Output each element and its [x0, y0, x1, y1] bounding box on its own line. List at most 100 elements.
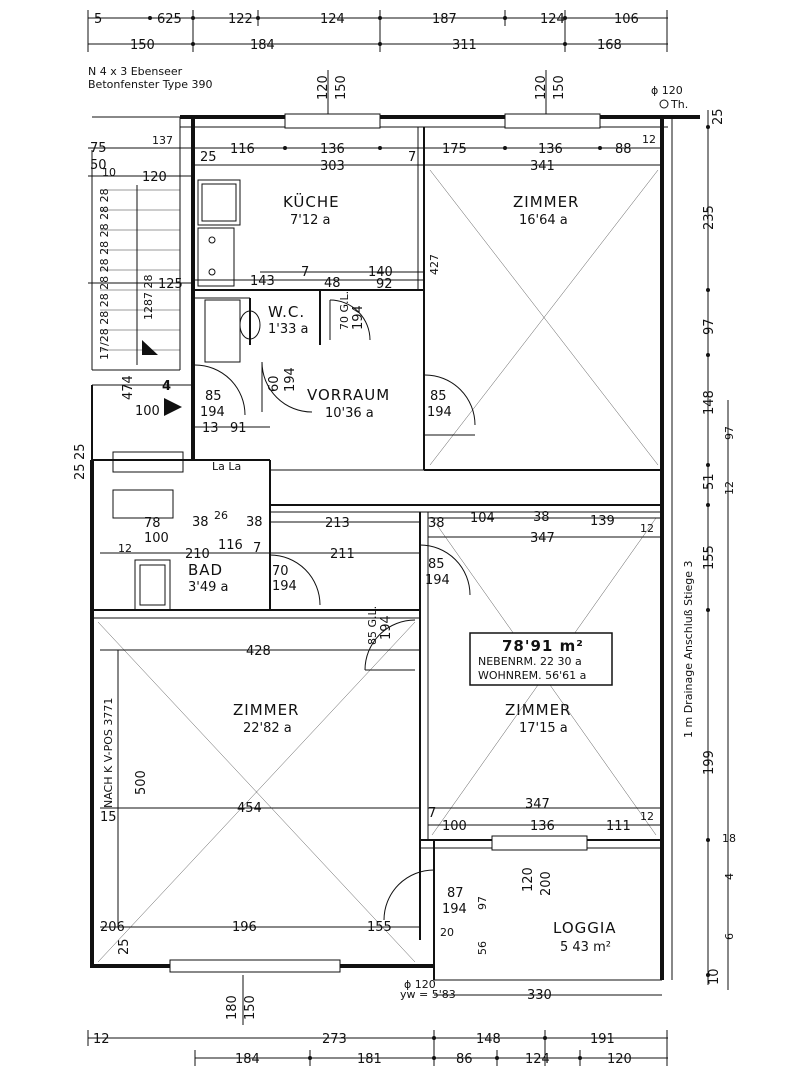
r-dim-51: 51	[702, 473, 717, 490]
dim-c-104: 104	[470, 511, 495, 526]
loggia: 87 194 97 56 20 120 200 330 ϕ 120 yw = 5…	[383, 867, 662, 1003]
door-dim-60: 60	[267, 375, 282, 392]
r-dim-148: 148	[702, 390, 717, 415]
dim-sw-196: 196	[232, 920, 257, 935]
dim-sw-428: 428	[246, 644, 271, 659]
dim-left-125: 125	[158, 277, 183, 292]
dim-top2-4: 168	[597, 38, 622, 53]
loggia-87: 87	[447, 886, 464, 901]
staircase: 17/28 28 28 28 28 28 28 28 28 1287 28 4	[98, 185, 182, 416]
dim-k-116: 116	[230, 142, 255, 157]
win-dim-2: 150	[334, 75, 349, 100]
door-dim-85b: 85	[430, 389, 447, 404]
dim-m-427: 427	[428, 254, 441, 275]
right-column-dims: 235 97 148 51 155 199 18 25 10 97 12 4 6	[702, 108, 736, 990]
dim-c-38c: 38	[428, 516, 445, 531]
wc-fixtures	[204, 299, 261, 363]
room-zimmer-sw-name: ZIMMER	[233, 701, 299, 719]
room-zimmer-ne-area: 16'64 a	[519, 213, 568, 228]
room-kueche-name: KÜCHE	[283, 192, 340, 211]
dim-sw-206: 206	[100, 920, 125, 935]
dim-k-88: 88	[615, 142, 632, 157]
dim-left-120: 120	[142, 170, 167, 185]
door-dim-194a: 194	[283, 367, 298, 392]
th-label: Th.	[670, 98, 688, 111]
stair-label-right: 1287 28	[142, 275, 155, 321]
r-dim-235: 235	[702, 205, 717, 230]
r-dim-18: 18	[722, 832, 736, 845]
stair-number: 4	[162, 379, 171, 394]
dim-m-92: 92	[376, 277, 393, 292]
dim-top-2: 625	[157, 12, 182, 27]
dim-bot2-124: 124	[525, 1052, 550, 1067]
r-dim-12: 12	[723, 481, 736, 495]
loggia-330: 330	[527, 988, 552, 1003]
loggia-194: 194	[442, 902, 467, 917]
dim-left-137: 137	[152, 134, 173, 147]
dim-bot2-181: 181	[357, 1052, 382, 1067]
dim-bot-191: 191	[590, 1032, 615, 1047]
dim-k-303: 303	[320, 159, 345, 174]
dim-m-143: 143	[250, 274, 275, 289]
door-dim-194c: 194	[427, 405, 452, 420]
r-dim-10: 10	[707, 968, 722, 985]
r-dim-155: 155	[702, 545, 717, 570]
dim-left-474: 474	[121, 375, 136, 400]
b-win-150: 150	[243, 995, 258, 1020]
r-dim-6: 6	[723, 933, 736, 940]
dim-sw-25: 25	[117, 938, 132, 955]
r-dim-4: 4	[723, 873, 736, 880]
zimmer-sw-dims: 428 85 G.L. 194 500 15 454 347 7 100 136…	[100, 606, 662, 955]
diam-bottom: ϕ 120	[404, 978, 436, 991]
dim-bot2-86: 86	[456, 1052, 473, 1067]
room-zimmer-se-area: 17'15 a	[519, 721, 568, 736]
diam-top: ϕ 120	[651, 84, 683, 97]
window-dims-top: 120 150 120 150 ϕ 120 Th.	[316, 70, 688, 118]
kitchen-row-dims: 25 116 136 7 303 175 136 88 12 341	[193, 133, 662, 174]
dim-k-7: 7	[408, 150, 416, 165]
dim-top2-1: 150	[130, 38, 155, 53]
note-line-2: Betonfenster Type 390	[88, 78, 213, 91]
bad-door-194: 194	[272, 579, 297, 594]
r-dim-25: 25	[711, 108, 726, 125]
dim-sw-194: 194	[379, 615, 394, 640]
dim-c-211: 211	[330, 547, 355, 562]
dim-top-5: 187	[432, 12, 457, 27]
dim-c-26: 26	[214, 509, 228, 522]
room-loggia-area: 5 43 m²	[560, 940, 611, 955]
dim-k-175: 175	[442, 142, 467, 157]
r-dim-199: 199	[702, 750, 717, 775]
room-bad-area: 3'49 a	[188, 580, 229, 595]
dim-se-111: 111	[606, 819, 631, 834]
kitchen-fixtures	[197, 179, 241, 287]
loggia-120: 120	[521, 867, 536, 892]
dim-bot-12: 12	[93, 1032, 110, 1047]
dim-c-12: 12	[640, 522, 654, 535]
room-zimmer-ne-name: ZIMMER	[513, 193, 579, 211]
loggia-20: 20	[440, 926, 454, 939]
stair-label-left: 17/28 28 28 28 28 28 28 28 28	[98, 188, 111, 360]
wc-door-dim-2: 194	[351, 305, 366, 330]
room-zimmer-sw-area: 22'82 a	[243, 721, 292, 736]
win-dim-1: 120	[316, 75, 331, 100]
room-vorraum-name: VORRAUM	[307, 386, 390, 404]
wc-door-dim-1: 70 G.L.	[338, 291, 351, 330]
dim-c-78: 78	[144, 516, 161, 531]
dim-top-6: 124	[540, 12, 565, 27]
middle-dims: 143 140 7 48 92 427 70 G.L. 194	[193, 254, 441, 341]
bad-fixtures	[112, 451, 184, 611]
left-side-label: NACH K V-POS 3771	[102, 698, 115, 808]
dim-left-25a: 25	[73, 463, 88, 480]
dim-left-91: 91	[230, 421, 247, 436]
walls	[90, 113, 700, 981]
dim-k-136b: 136	[538, 142, 563, 157]
dim-c-38d: 38	[533, 510, 550, 525]
room-vorraum-area: 10'36 a	[325, 406, 374, 421]
dim-sw-454: 454	[237, 801, 262, 816]
dim-bot2-120: 120	[607, 1052, 632, 1067]
right-side-label: 1 m Drainage Anschluß Stiege 3	[682, 560, 695, 738]
dim-left-50: 50	[90, 158, 107, 173]
corridor-dims: 38 26 38 213 38 104 38 139 12 78 100 347…	[100, 509, 662, 562]
dim-se-100: 100	[442, 819, 467, 834]
